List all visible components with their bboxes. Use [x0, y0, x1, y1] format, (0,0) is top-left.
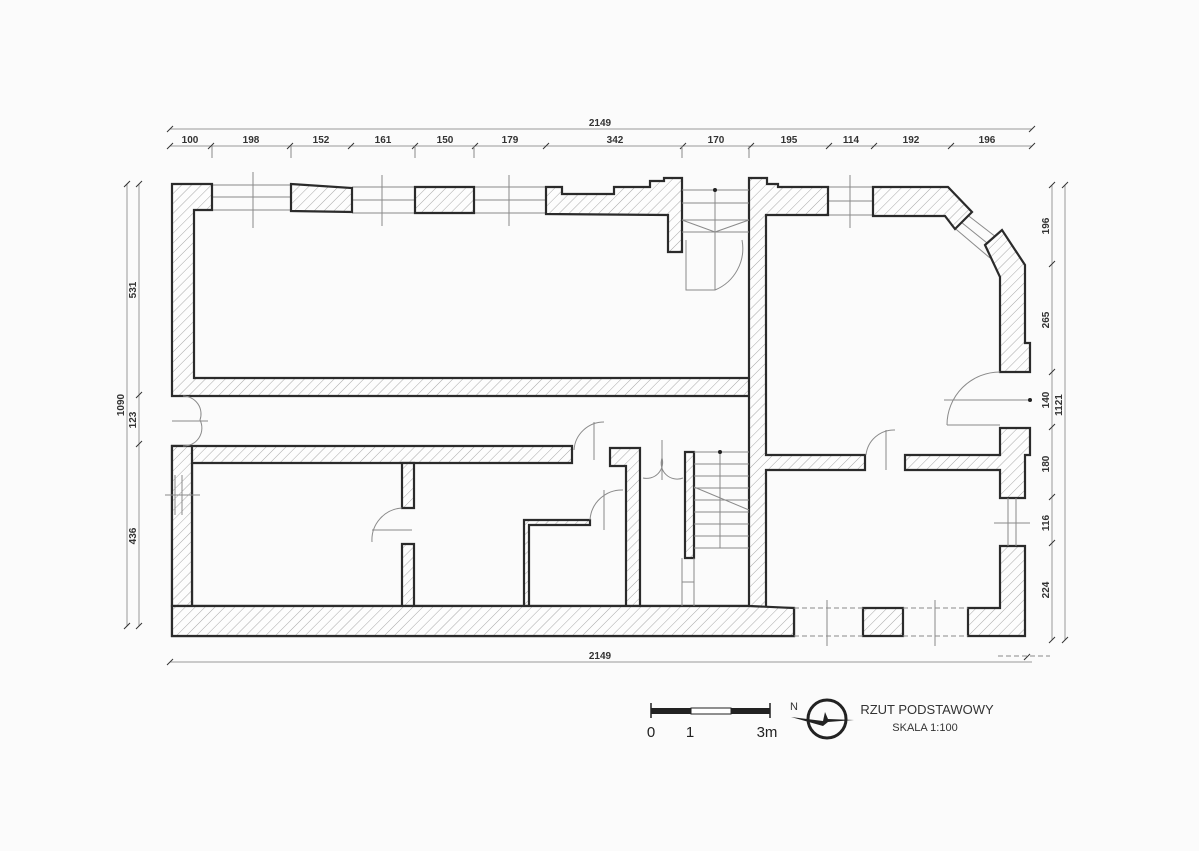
dim-label: 123 [128, 411, 139, 428]
wall-west-low [170, 444, 194, 608]
right-dimension-chain: 196 265 140 1121 180 116 224 [1041, 181, 1069, 644]
top-dimension-chain: 2149 100 198 152 161 150 [166, 118, 1036, 158]
drawing-scale: SKALA 1:100 [892, 722, 957, 734]
dim-label: 224 [1041, 581, 1052, 598]
top-total-dimension: 2149 [589, 118, 612, 129]
partition [608, 446, 642, 608]
doors [165, 239, 1032, 546]
drawing-title: RZUT PODSTAWOWY [860, 702, 994, 717]
scale-label-0: 0 [647, 724, 655, 741]
bottom-dimension-chain: 2149 [166, 651, 1032, 666]
wall-north-west [170, 182, 752, 398]
dim-label: 436 [128, 527, 139, 544]
wall-pier [289, 182, 354, 214]
dim-label: 531 [128, 281, 139, 298]
dim-label: 195 [781, 135, 798, 146]
dim-label: 196 [979, 135, 996, 146]
partition [522, 518, 592, 608]
left-dimension-chain: 1090 531 123 436 [116, 180, 143, 630]
dim-label: 170 [708, 135, 725, 146]
dim-label: 265 [1041, 311, 1052, 328]
north-label: N [790, 701, 798, 713]
stairs-south [681, 450, 750, 606]
wall-east-mid [903, 426, 1032, 500]
dim-label: 179 [502, 135, 519, 146]
dim-label: 150 [437, 135, 454, 146]
wall-spine [170, 176, 867, 638]
wall-east-low [966, 544, 1027, 638]
dim-label: 152 [313, 135, 330, 146]
dim-label: 180 [1041, 455, 1052, 472]
walls [170, 176, 1032, 638]
wall-pier-stair [544, 176, 684, 254]
dim-label: 196 [1041, 217, 1052, 234]
right-total-dimension: 1121 [1054, 394, 1065, 416]
south-openings [794, 600, 1050, 657]
scale-bar-icon: 0 1 3m [647, 703, 778, 741]
dim-label: 116 [1041, 514, 1052, 531]
left-total-dimension: 1090 [116, 393, 127, 416]
wall-bay-upper [871, 185, 974, 231]
stairs-north [681, 188, 750, 290]
dim-label: 100 [182, 135, 199, 146]
stair-wall [683, 450, 696, 560]
scale-label-3m: 3m [757, 724, 778, 741]
dim-label: 114 [843, 135, 860, 146]
wall-bay-lower [983, 228, 1032, 374]
partition [400, 542, 416, 608]
bottom-total-dimension: 2149 [589, 651, 612, 662]
dim-label: 192 [903, 135, 920, 146]
partition [400, 461, 416, 510]
scale-label-1: 1 [686, 724, 694, 741]
dim-label: 342 [607, 135, 624, 146]
wall-pier-south [861, 606, 905, 638]
dim-label: 140 [1041, 391, 1052, 408]
compass-north-icon: N [790, 698, 854, 740]
dim-label: 161 [375, 135, 392, 146]
dim-label: 198 [243, 135, 260, 146]
wall-south [170, 604, 796, 638]
wall-pier [413, 185, 476, 215]
